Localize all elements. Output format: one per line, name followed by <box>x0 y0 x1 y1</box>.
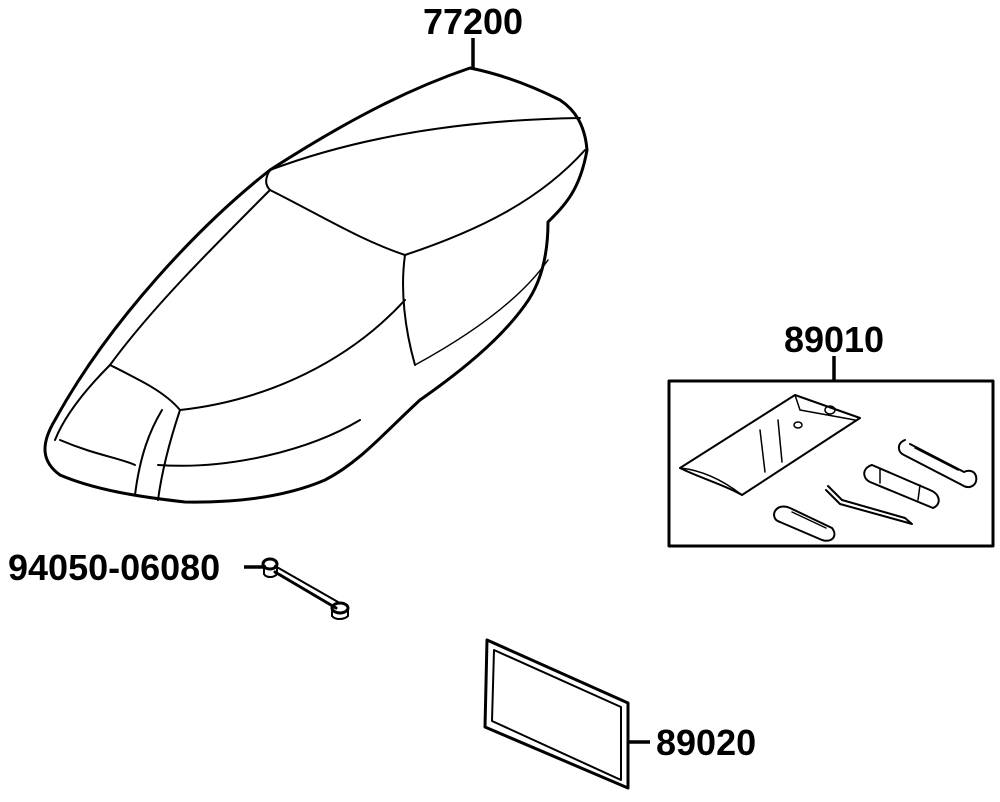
manual-part-number: 89020 <box>656 722 756 763</box>
manual-illustration <box>483 638 630 790</box>
seat-illustration <box>43 66 589 504</box>
seat-part-number: 77200 <box>423 1 523 42</box>
bolt-part-number: 94050-06080 <box>8 547 220 588</box>
bolt-illustration <box>261 557 350 620</box>
tool-kit-illustration <box>679 394 978 542</box>
tool-kit-box <box>667 379 995 548</box>
tool-kit-part-number: 89010 <box>784 319 884 360</box>
